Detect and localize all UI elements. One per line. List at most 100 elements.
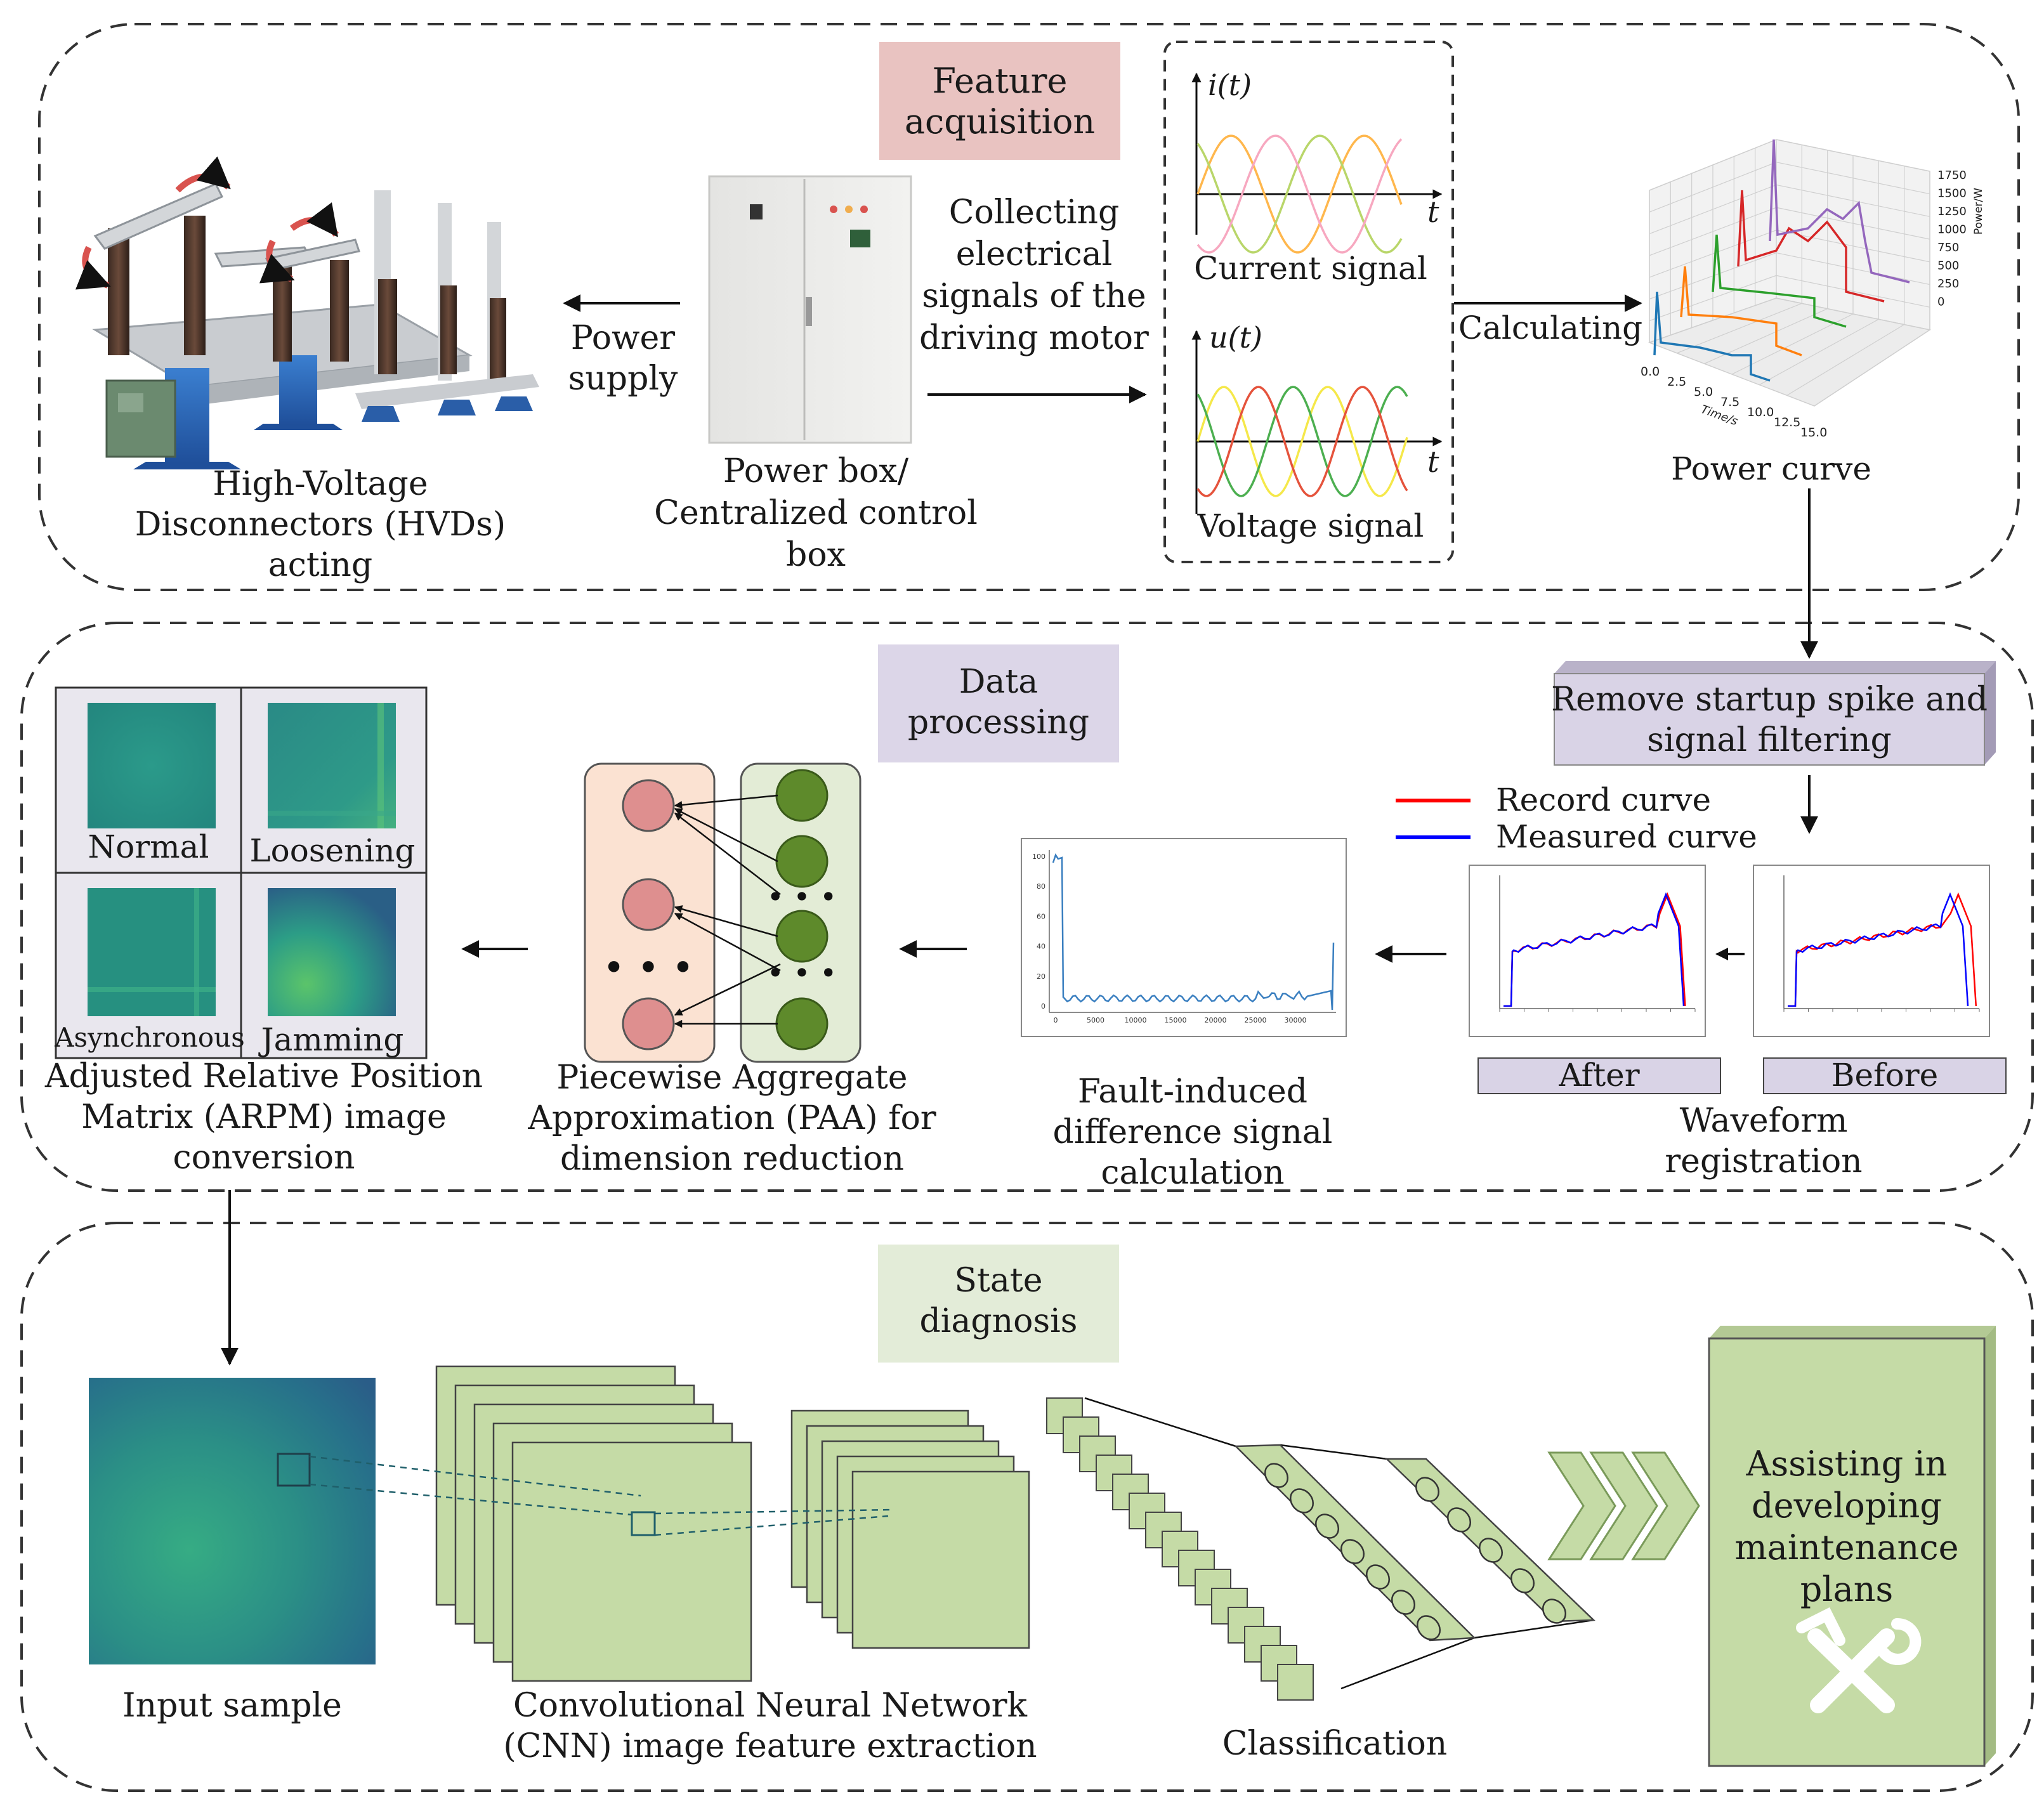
- after-registration-chart: [1469, 865, 1706, 1037]
- dense-neuron: [1391, 1590, 1416, 1615]
- input-kernel-box: [277, 1453, 311, 1487]
- dense-neuron: [1264, 1463, 1289, 1488]
- dense-neuron: [1365, 1564, 1391, 1590]
- time-tick-label: 12.5: [1774, 415, 1800, 429]
- cnn-kernel-box: [631, 1511, 656, 1536]
- hvd-illustration: [75, 156, 539, 469]
- registration-curve: [1788, 892, 1969, 1007]
- frame-state-diagnosis: [20, 1222, 2034, 1792]
- diff-x-tick: 15000: [1165, 1016, 1187, 1024]
- time-tick-label: 7.5: [1720, 395, 1739, 409]
- after-label: After: [1558, 1057, 1639, 1094]
- time-tick-label: 0.0: [1641, 365, 1660, 379]
- signal-box: [1163, 41, 1454, 563]
- classification-label: Classification: [1222, 1725, 1448, 1763]
- before-label: Before: [1831, 1057, 1938, 1094]
- power-series-line: [1737, 190, 1885, 303]
- diff-y-tick: 100: [1032, 853, 1045, 861]
- diff-y-tick: 0: [1041, 1002, 1045, 1010]
- arpm-asynchronous-label: Asynchronous: [54, 1022, 245, 1053]
- voltage-t-label: t: [1427, 445, 1439, 479]
- signal-wave: [1196, 134, 1403, 254]
- feature-acquisition-box: [879, 42, 1120, 160]
- power-tick-label: 1500: [1937, 187, 1967, 200]
- paa-green-node: [775, 769, 829, 822]
- cnn-pooled-map: [851, 1470, 1030, 1649]
- before-label-box: [1763, 1057, 2007, 1094]
- power-series-line: [1769, 139, 1910, 284]
- input-sample-label: Input sample: [122, 1687, 342, 1725]
- classification-network: [1046, 1397, 1596, 1701]
- diff-y-tick: 80: [1037, 882, 1045, 891]
- current-t-label: t: [1427, 195, 1439, 229]
- diff-y-tick: 20: [1037, 972, 1045, 981]
- power-axis-label: Power/W: [1972, 188, 1985, 235]
- paa-pink-node: [622, 779, 675, 832]
- difference-signal-line: [1052, 853, 1335, 1010]
- arpm-loosening-label: Loosening: [249, 832, 415, 869]
- time-tick-label: 15.0: [1800, 426, 1827, 440]
- record-curve-label: Record curve: [1496, 781, 1711, 818]
- chevron-arrows-icon: [1547, 1451, 1700, 1560]
- diff-x-tick: 0: [1054, 1016, 1058, 1024]
- input-sample-image: [89, 1378, 376, 1664]
- current-waveforms: [1196, 134, 1403, 254]
- diff-y-tick: 40: [1037, 943, 1045, 951]
- paa-pink-ellipsis: • • •: [603, 946, 694, 990]
- dense-neuron: [1446, 1507, 1472, 1533]
- diff-x-tick: 20000: [1205, 1016, 1227, 1024]
- paa-pink-node: [622, 878, 675, 931]
- arpm-normal-label: Normal: [88, 828, 209, 865]
- arpm-normal-image: [88, 703, 216, 828]
- dense-neuron: [1415, 1477, 1440, 1502]
- voltage-signal-label: Voltage signal: [1197, 507, 1424, 544]
- calculating-label: Calculating: [1458, 310, 1642, 346]
- dense-neuron: [1289, 1488, 1314, 1514]
- power-curve-label: Power curve: [1671, 450, 1871, 487]
- diff-y-tick: 60: [1037, 912, 1045, 920]
- signal-wave: [1196, 386, 1408, 497]
- paa-green-ellipsis: • • •: [767, 956, 837, 990]
- assisting-box: [1708, 1326, 1996, 1767]
- power-curve-3d-plot: 17501500125010007505002500Power/W0.02.55…: [1641, 139, 1985, 440]
- time-tick-label: 2.5: [1667, 375, 1686, 389]
- power-series-line: [1680, 266, 1802, 356]
- registration-curve: [1788, 892, 1977, 1007]
- paa-pink-node: [622, 997, 675, 1050]
- paa-diagram: • • • • • • • • •: [584, 762, 861, 1063]
- data-processing-box: [878, 644, 1119, 762]
- signal-wave: [1196, 386, 1408, 497]
- power-box-cabinet: [708, 175, 912, 444]
- paa-green-node: [775, 910, 829, 963]
- voltage-axis-label: u(t): [1209, 320, 1262, 355]
- before-registration-chart: [1753, 865, 1990, 1037]
- paa-green-ellipsis: • • •: [767, 880, 837, 914]
- power-series-line: [1653, 291, 1771, 382]
- state-diagnosis-box: [878, 1245, 1119, 1363]
- power-tick-label: 500: [1937, 259, 1959, 273]
- arpm-jamming-label: Jamming: [258, 1021, 404, 1058]
- power-tick-label: 1250: [1937, 205, 1967, 218]
- measured-curve-label: Measured curve: [1496, 818, 1757, 855]
- signal-wave: [1196, 134, 1403, 254]
- frame-feature-acquisition: [38, 23, 2020, 591]
- power-series-line: [1712, 234, 1847, 328]
- diff-x-tick: 10000: [1125, 1016, 1147, 1024]
- diff-x-tick: 25000: [1245, 1016, 1267, 1024]
- voltage-waveforms: [1196, 386, 1408, 497]
- signal-wave: [1196, 134, 1403, 254]
- arpm-loosening-image: [268, 703, 396, 828]
